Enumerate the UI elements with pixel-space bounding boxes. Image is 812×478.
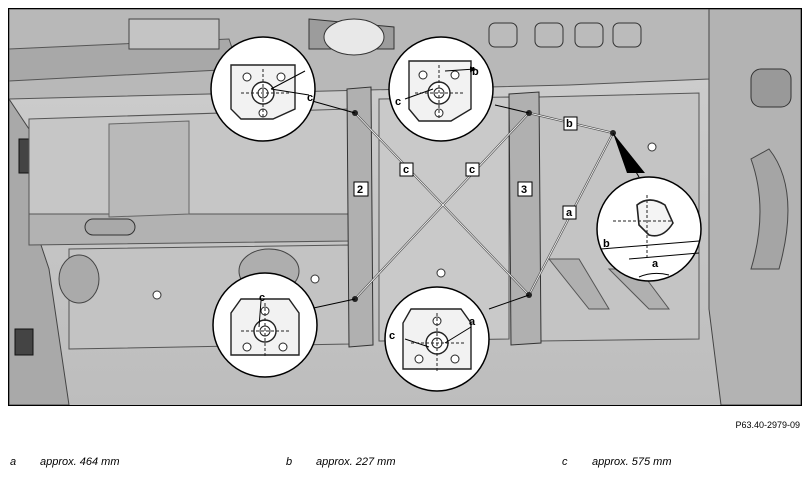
- detail-tc-label-b: b: [472, 66, 479, 78]
- detail-tl-label-c: c: [307, 92, 313, 104]
- right-side-opening: [750, 68, 792, 108]
- detail-circle-top-left: c: [210, 36, 356, 142]
- figure-code: P63.40-2979-09: [735, 420, 800, 430]
- legend-value: approx. 464 mm: [40, 456, 120, 468]
- svg-text:c: c: [403, 164, 409, 176]
- rear-bracket: [128, 18, 220, 50]
- detail-bc-label-a: a: [469, 316, 476, 328]
- line-label-b: b: [563, 116, 578, 131]
- detail-circle-top-center: b c: [388, 36, 530, 142]
- left-oval-hole: [84, 218, 136, 236]
- left-crossbeam: [28, 213, 350, 246]
- svg-text:c: c: [469, 164, 475, 176]
- tank-cap: [323, 18, 385, 56]
- line-label-a: a: [562, 205, 577, 220]
- part-label-3: 3: [517, 181, 533, 197]
- left-stiffener: [108, 120, 190, 218]
- right-wheelhouse: [750, 148, 789, 270]
- legend-key: c: [562, 456, 568, 468]
- detail-r-label-a: a: [652, 258, 659, 270]
- svg-text:2: 2: [357, 184, 363, 196]
- legend-key: b: [286, 456, 293, 468]
- right-side-member: [708, 9, 801, 405]
- svg-text:b: b: [566, 118, 573, 130]
- left-lower-bracket: [14, 328, 34, 356]
- detail-circle-right: b a: [596, 132, 702, 282]
- detail-right-pointer: [613, 133, 645, 173]
- legend-value: approx. 575 mm: [592, 456, 672, 468]
- detail-bl-label-c: c: [259, 292, 265, 304]
- line-label-c-left: c: [399, 162, 414, 177]
- svg-text:3: 3: [521, 184, 527, 196]
- detail-r-label-b: b: [603, 238, 610, 250]
- vehicle-floor-diagram: c b c c: [8, 8, 802, 406]
- legend-key: a: [10, 456, 17, 468]
- right-rib-1: [547, 258, 610, 310]
- legend-value: approx. 227 mm: [316, 456, 396, 468]
- reference-dots: [152, 142, 657, 300]
- line-label-c-right: c: [465, 162, 480, 177]
- left-dome: [58, 254, 100, 304]
- rear-holes: [488, 22, 642, 48]
- crossmember-2: [346, 86, 374, 348]
- detail-circle-bottom-left: c: [212, 272, 356, 378]
- detail-tc-label-c: c: [395, 96, 401, 108]
- detail-circle-bottom-center: a c: [384, 286, 530, 392]
- detail-bc-label-c: c: [389, 330, 395, 342]
- diagram-svg: c b c c: [9, 9, 801, 405]
- part-label-2: 2: [353, 181, 369, 197]
- svg-text:a: a: [566, 207, 573, 219]
